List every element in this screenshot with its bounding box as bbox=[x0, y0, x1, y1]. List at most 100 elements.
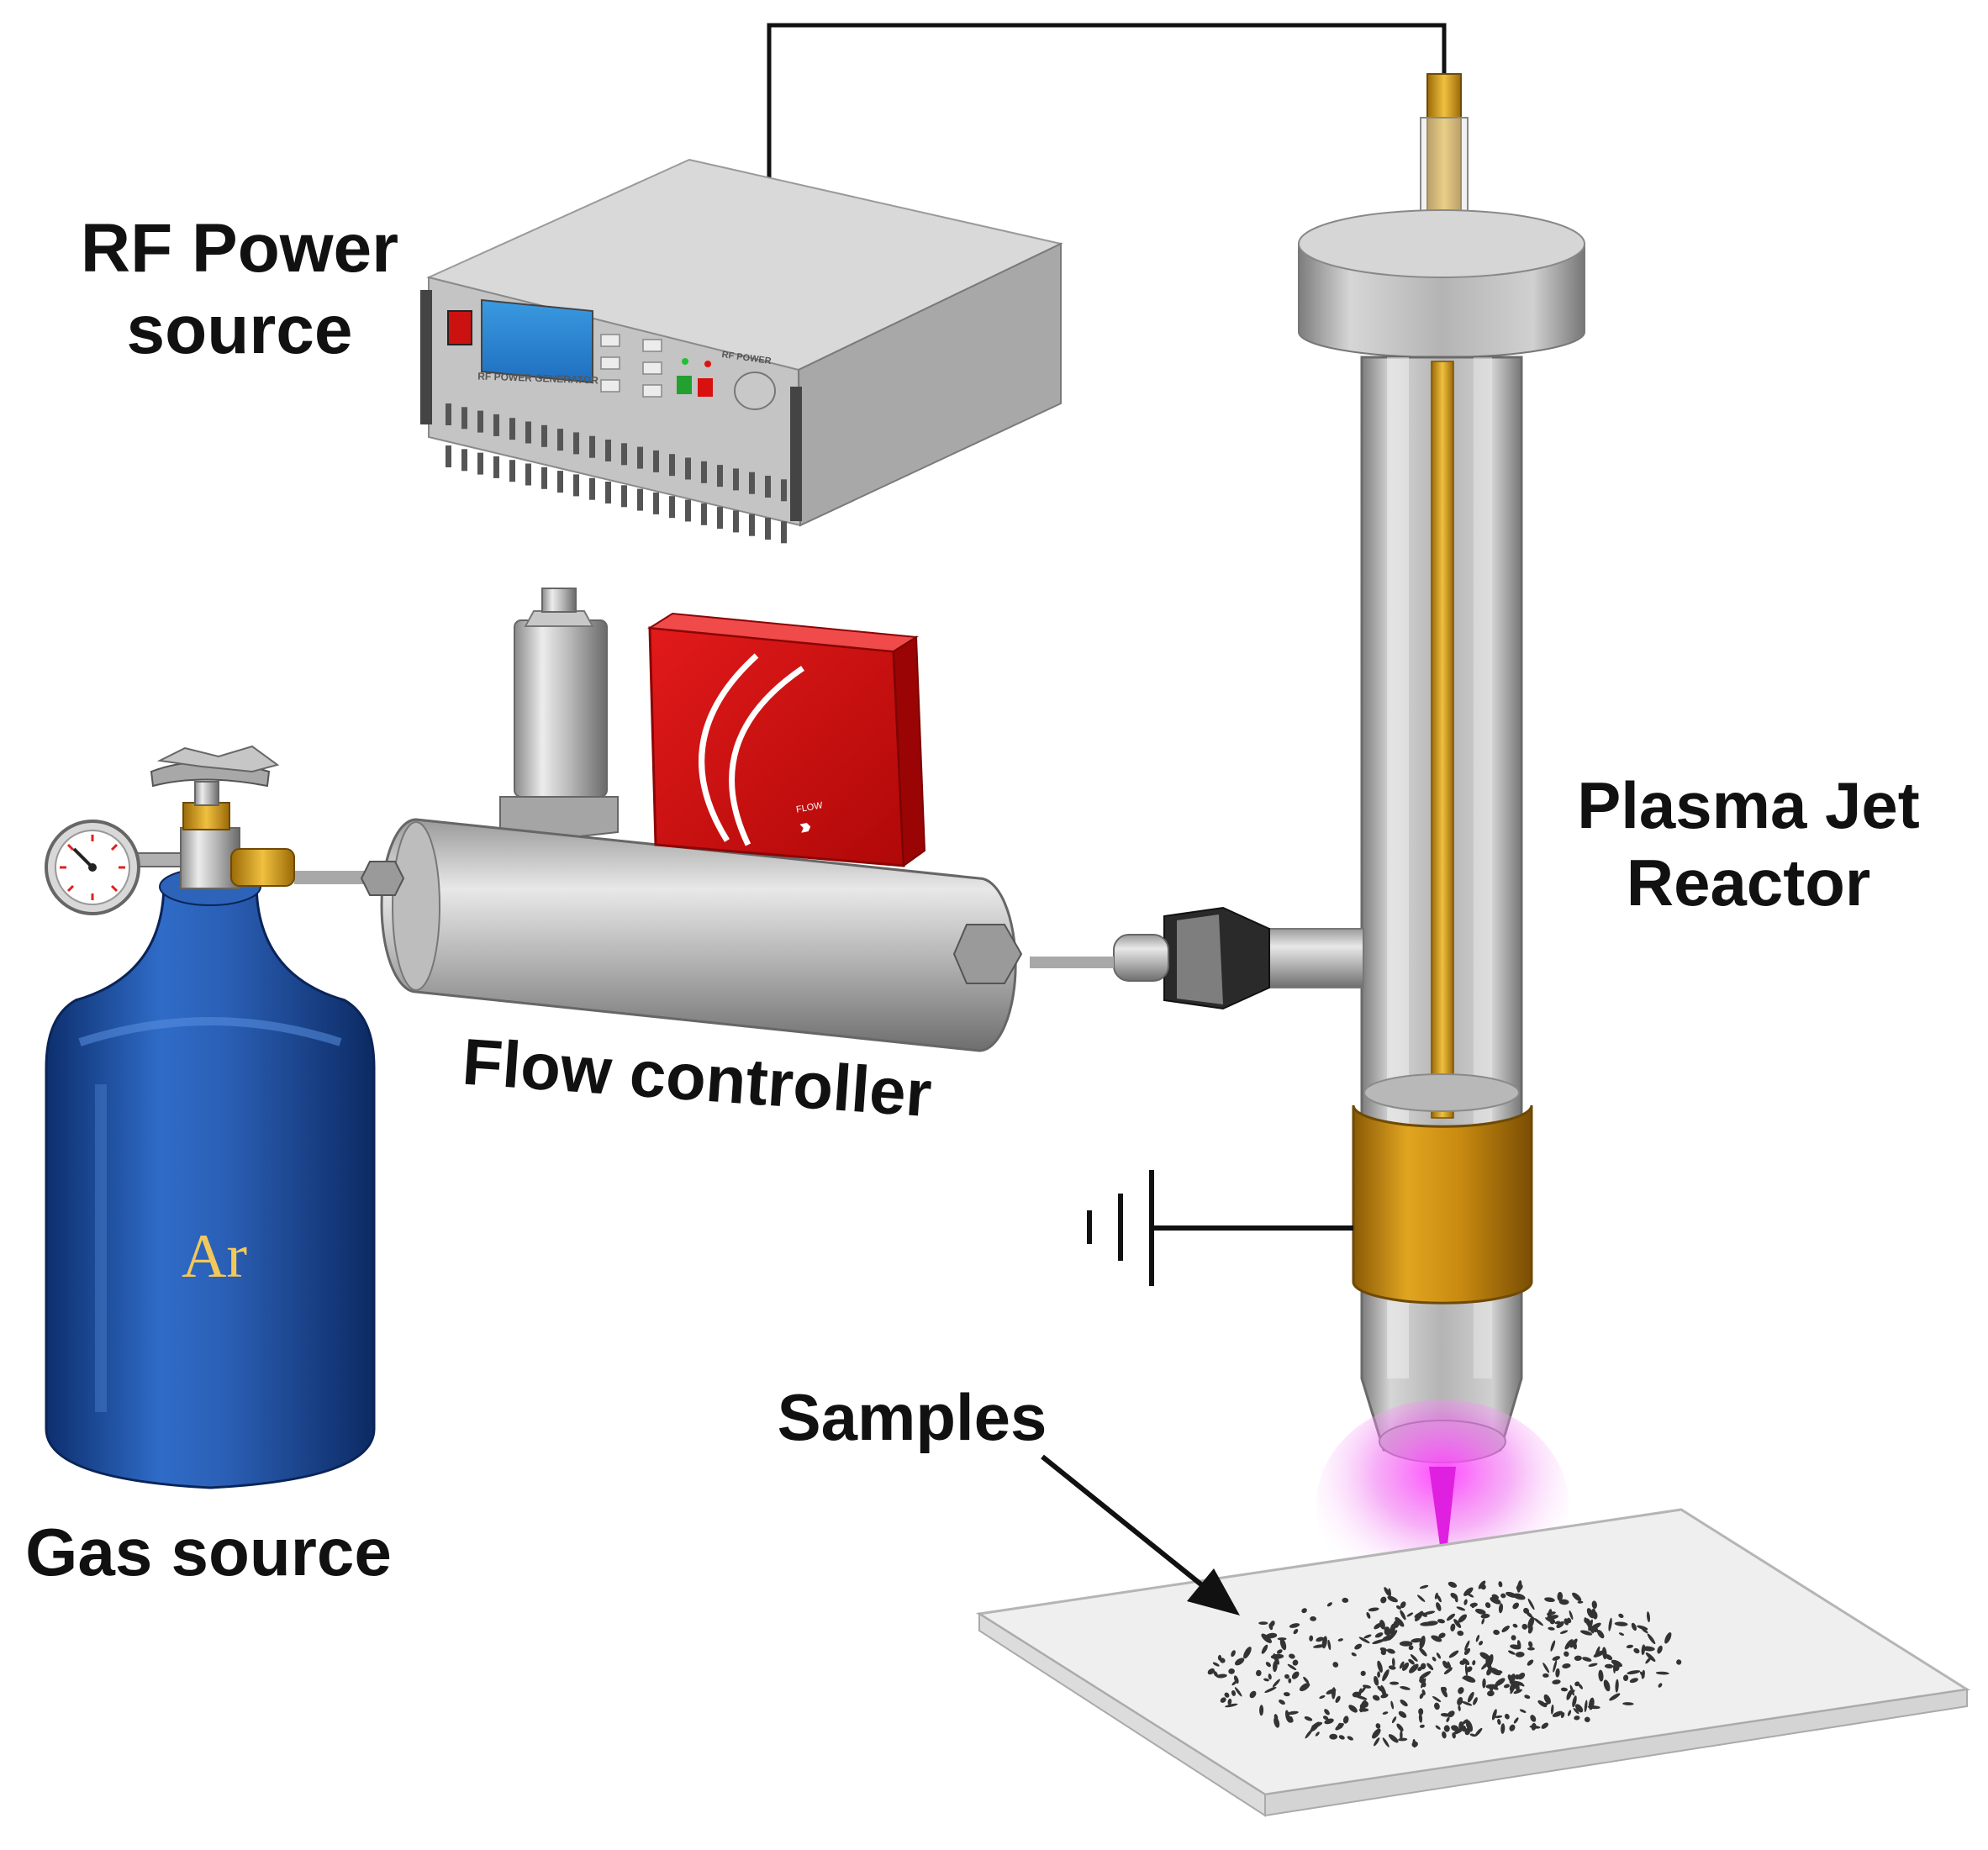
sample-particle bbox=[1552, 1710, 1564, 1717]
sample-particle bbox=[1264, 1687, 1277, 1693]
sample-particle bbox=[1498, 1603, 1504, 1614]
sample-particle bbox=[1543, 1694, 1551, 1705]
sample-particle bbox=[1289, 1623, 1300, 1628]
sample-particle bbox=[1586, 1608, 1595, 1619]
sample-particle bbox=[1443, 1667, 1453, 1675]
sample-particle bbox=[1235, 1658, 1245, 1666]
sample-particle bbox=[1291, 1671, 1300, 1679]
sample-particle bbox=[1569, 1638, 1578, 1648]
sample-particle bbox=[1504, 1713, 1510, 1720]
sample-particle bbox=[1463, 1658, 1470, 1666]
sample-particle bbox=[1560, 1712, 1565, 1719]
sample-particle bbox=[1461, 1700, 1473, 1706]
sample-particle bbox=[1301, 1608, 1307, 1614]
sample-particle bbox=[1243, 1647, 1252, 1659]
sample-particle bbox=[1399, 1641, 1413, 1647]
sample-particle bbox=[1657, 1645, 1663, 1654]
vent-slot bbox=[509, 460, 515, 482]
sample-particle bbox=[1265, 1662, 1271, 1668]
sample-particle bbox=[1436, 1652, 1442, 1659]
sample-particle bbox=[1527, 1647, 1535, 1651]
sample-particle bbox=[1227, 1698, 1232, 1705]
sample-particle bbox=[1551, 1704, 1554, 1715]
vent-slot bbox=[781, 479, 787, 502]
sample-particle bbox=[1401, 1662, 1410, 1671]
sample-particle bbox=[1287, 1710, 1299, 1716]
sample-particle bbox=[1384, 1630, 1390, 1637]
sample-particle bbox=[1431, 1635, 1442, 1642]
sample-particle bbox=[1414, 1612, 1422, 1618]
vent-slot bbox=[605, 482, 611, 503]
sample-particle bbox=[1463, 1587, 1474, 1596]
sample-particle bbox=[1310, 1615, 1316, 1621]
sample-particle bbox=[1512, 1623, 1518, 1628]
sample-particle bbox=[1564, 1651, 1569, 1658]
sample-particle bbox=[1491, 1709, 1497, 1721]
sample-particle bbox=[1512, 1602, 1520, 1610]
sample-particle bbox=[1382, 1711, 1389, 1715]
sample-particle bbox=[1231, 1650, 1236, 1658]
sample-particle bbox=[1338, 1735, 1345, 1740]
sample-particle bbox=[1474, 1727, 1483, 1737]
sample-particle bbox=[1443, 1725, 1450, 1732]
sample-particle bbox=[1418, 1708, 1424, 1716]
vent-slot bbox=[493, 414, 499, 436]
sample-particle bbox=[1322, 1716, 1329, 1721]
sample-particle bbox=[1435, 1725, 1441, 1730]
sample-particle bbox=[1516, 1640, 1521, 1649]
sample-particle bbox=[1609, 1693, 1621, 1701]
sample-particle bbox=[1611, 1659, 1623, 1668]
sample-particle bbox=[1458, 1705, 1461, 1711]
sample-particle bbox=[1627, 1670, 1641, 1675]
gas-name-label: Ar bbox=[181, 1222, 248, 1291]
sample-particle bbox=[1513, 1689, 1522, 1695]
sample-particle bbox=[1605, 1654, 1613, 1661]
rf-generator bbox=[420, 158, 1064, 544]
sample-particle bbox=[1464, 1640, 1470, 1651]
sample-particle bbox=[1419, 1724, 1425, 1728]
sample-particle bbox=[1362, 1684, 1372, 1689]
rf-wire bbox=[767, 23, 1447, 261]
sample-particle bbox=[1426, 1663, 1434, 1671]
sample-particle bbox=[1374, 1676, 1379, 1686]
sample-particle bbox=[1377, 1671, 1380, 1678]
sample-particle bbox=[1268, 1623, 1273, 1631]
sample-particle bbox=[1305, 1729, 1313, 1739]
sample-particle bbox=[1507, 1674, 1514, 1684]
vent-slot bbox=[781, 521, 787, 544]
sample-particle bbox=[1573, 1708, 1579, 1715]
vent-slot bbox=[701, 461, 707, 483]
sample-particle bbox=[1452, 1732, 1456, 1739]
sample-particle bbox=[1310, 1721, 1321, 1732]
sample-particle bbox=[1419, 1693, 1424, 1700]
sample-particle bbox=[1598, 1669, 1604, 1682]
sample-particle bbox=[1457, 1630, 1464, 1637]
sample-particle bbox=[1437, 1594, 1442, 1603]
vent-slot bbox=[717, 465, 723, 488]
sample-particle bbox=[1658, 1683, 1663, 1688]
sample-particle bbox=[1462, 1677, 1474, 1683]
sample-particle bbox=[1368, 1607, 1379, 1612]
sample-particle bbox=[1400, 1610, 1406, 1621]
sample-particle bbox=[1472, 1660, 1476, 1666]
sample-particle bbox=[1272, 1679, 1280, 1688]
sample-particle bbox=[1446, 1716, 1450, 1722]
sample-particle bbox=[1498, 1581, 1503, 1588]
sample-particle bbox=[1516, 1580, 1522, 1593]
vent-slot bbox=[685, 457, 691, 480]
sample-particle bbox=[1451, 1725, 1459, 1731]
sample-particle bbox=[1529, 1725, 1541, 1729]
sample-particle bbox=[1503, 1684, 1511, 1689]
sample-particle bbox=[1284, 1673, 1289, 1679]
sample-particle bbox=[1480, 1584, 1486, 1590]
vent-slot bbox=[701, 503, 707, 525]
sample-particle bbox=[1548, 1626, 1555, 1631]
sample-particle bbox=[1567, 1617, 1572, 1624]
sample-particle bbox=[1293, 1628, 1299, 1635]
sample-particle bbox=[1572, 1695, 1577, 1708]
sample-particle bbox=[1578, 1684, 1584, 1689]
sample-particle bbox=[1273, 1660, 1278, 1673]
sample-particle bbox=[1326, 1689, 1337, 1695]
sample-particle bbox=[1552, 1656, 1561, 1661]
sample-particle bbox=[1458, 1721, 1464, 1731]
